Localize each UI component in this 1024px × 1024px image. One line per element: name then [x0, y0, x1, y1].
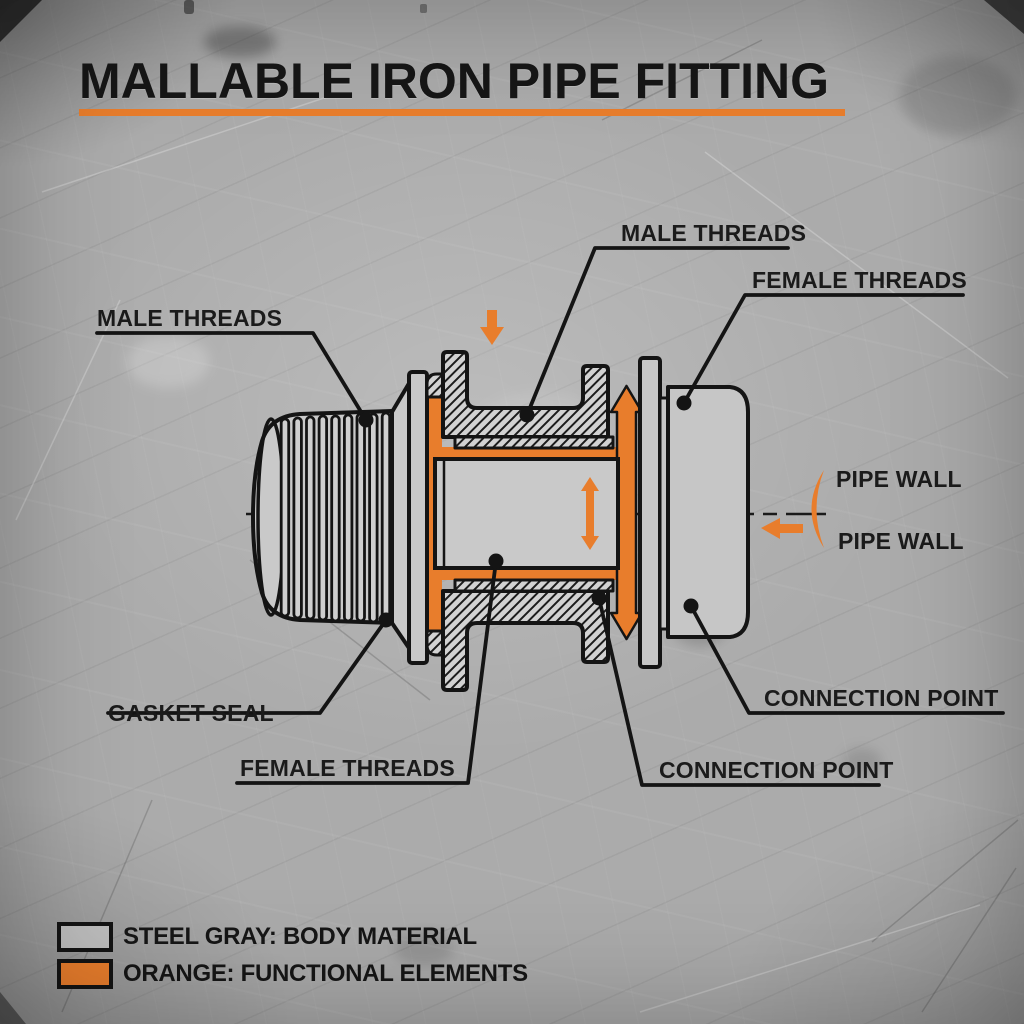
- small-double-arrow-icon: [581, 477, 599, 550]
- corner-wedge-bottom-left: [0, 992, 26, 1024]
- page-title: MALLABLE IRON PIPE FITTING: [79, 53, 829, 109]
- steel-gray-swatch: [57, 922, 113, 952]
- label-female-threads-bottom: FEMALE THREADS: [240, 755, 455, 781]
- body-top-section: [441, 350, 610, 439]
- down-arrow-icon: [480, 310, 504, 345]
- pipe-wall-bracket-icon: [811, 470, 824, 548]
- female-socket-cylinder: [666, 385, 750, 639]
- body-sleeve-top: [453, 435, 615, 450]
- thread-ridges: [279, 411, 392, 624]
- double-headed-arrow-vertical: [609, 384, 644, 641]
- label-male-threads-left: MALE THREADS: [97, 305, 282, 331]
- label-female-threads-top: FEMALE THREADS: [752, 267, 967, 293]
- legend: STEEL GRAY: BODY MATERIAL ORANGE: FUNCTI…: [57, 922, 528, 996]
- orange-top-bar: [427, 447, 618, 460]
- label-connection-point-bottom: CONNECTION POINT: [659, 757, 893, 783]
- left-arrow-icon: [761, 518, 803, 539]
- legend-steel-label: STEEL GRAY: BODY MATERIAL: [123, 923, 477, 950]
- label-pipe-wall-top: PIPE WALL: [836, 466, 962, 492]
- label-pipe-wall-bottom: PIPE WALL: [838, 528, 964, 554]
- body-bottom-section: [441, 589, 610, 692]
- label-connection-point-right: CONNECTION POINT: [764, 685, 998, 711]
- label-male-threads-top: MALE THREADS: [621, 220, 806, 246]
- body-sleeve-bottom: [453, 578, 615, 593]
- legend-orange-label: ORANGE: FUNCTIONAL ELEMENTS: [123, 960, 528, 987]
- corner-wedge-top-right: [984, 0, 1024, 34]
- leader-dots: [358, 395, 699, 628]
- label-gasket-seal: GASKET SEAL: [108, 700, 274, 726]
- body-cross-section: [425, 350, 615, 692]
- body-lip-top: [425, 372, 445, 399]
- corner-wedge-top-left: [0, 0, 42, 42]
- leader-lines: [95, 246, 1005, 787]
- title-underline: [79, 109, 845, 116]
- orange-swatch: [57, 959, 113, 989]
- body-lip-bottom: [425, 629, 445, 657]
- legend-row-steel: STEEL GRAY: BODY MATERIAL: [57, 922, 528, 952]
- legend-row-orange: ORANGE: FUNCTIONAL ELEMENTS: [57, 959, 528, 989]
- left-flange: [407, 370, 429, 665]
- right-flange: [638, 356, 662, 669]
